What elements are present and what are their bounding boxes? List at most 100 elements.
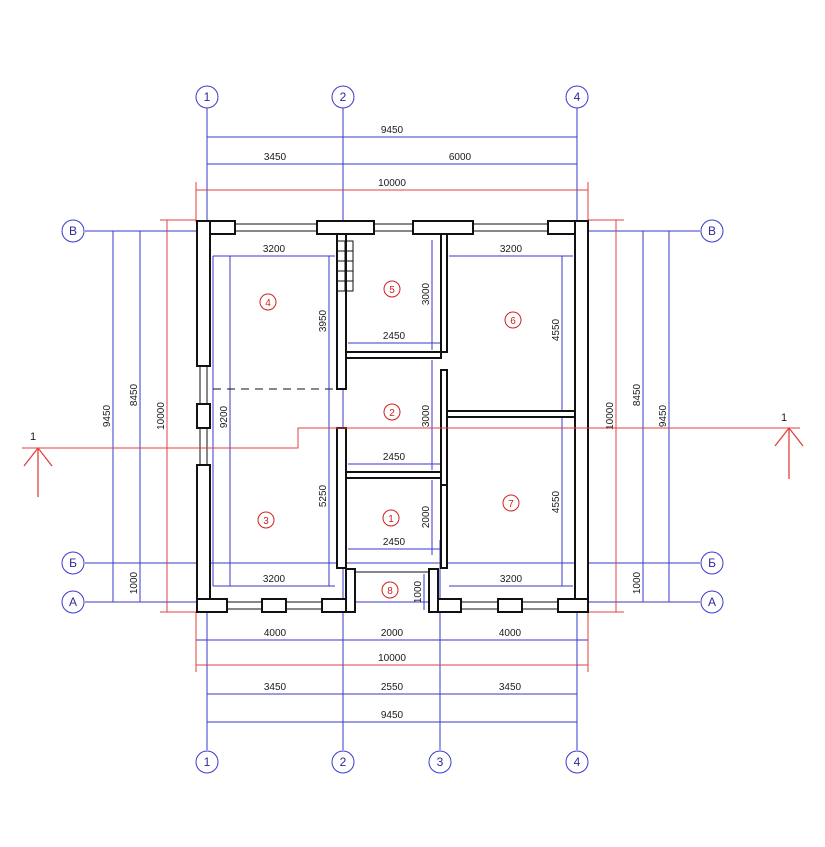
room-5-height: 3000 <box>421 282 432 305</box>
axis-bubbles: 1 2 4 1 2 3 4 В Б А В Б А <box>61 85 724 774</box>
room-markers: 4 3 5 2 1 6 7 8 <box>257 280 522 599</box>
dim-right-outer: 9450 <box>658 404 669 427</box>
room-left-height: 9200 <box>219 405 230 428</box>
wall-top-2 <box>316 220 375 235</box>
section-line: 1 1 <box>22 412 804 497</box>
room-7-width: 3200 <box>500 574 523 585</box>
wall-right <box>574 220 589 613</box>
axis-bubble-left-a <box>61 590 85 614</box>
top-dimensions: 9450 3450 6000 10000 <box>195 125 589 222</box>
axis-bubble-top-4 <box>565 85 589 109</box>
axis-label-bottom-2: 2 <box>340 755 347 769</box>
wall-bottom-2 <box>261 598 287 613</box>
room-4-height: 3950 <box>318 309 329 332</box>
room-1-height: 2000 <box>421 505 432 528</box>
wall-int-right-3 <box>440 484 448 569</box>
room-6-width: 3200 <box>500 244 523 255</box>
bottom-dimensions: 4000 2000 4000 10000 3450 2550 3450 9450 <box>195 612 589 723</box>
dim-bottom-seg-right: 4000 <box>499 628 522 639</box>
axis-label-bottom-3: 3 <box>437 755 444 769</box>
section-label-left: 1 <box>30 431 36 443</box>
axis-label-top-1: 1 <box>204 90 211 104</box>
chimney-stair <box>336 240 354 292</box>
axis-bubble-right-v <box>700 219 724 243</box>
wall-bottom-5 <box>497 598 523 613</box>
axis-bubble-bottom-1 <box>195 750 219 774</box>
wall-bottom-6 <box>557 598 589 613</box>
room-5-number: 5 <box>389 285 395 296</box>
wall-bottom-3 <box>321 598 349 613</box>
walls <box>196 220 589 613</box>
axis-bubble-top-1 <box>195 85 219 109</box>
room-2-width: 2450 <box>383 452 406 463</box>
wall-int-left-2 <box>336 427 347 569</box>
axis-label-right-b: Б <box>708 556 716 570</box>
wall-int-right-1 <box>440 233 448 353</box>
room-3-number: 3 <box>263 516 269 527</box>
axis-bubble-right-b <box>700 551 724 575</box>
room-7-number: 7 <box>508 499 514 510</box>
room-dims: 3200 9200 3950 5250 3200 3000 2450 3000 … <box>212 240 573 610</box>
axis-bubble-bottom-4 <box>565 750 589 774</box>
wall-bottom-4 <box>436 598 462 613</box>
axis-bubble-left-b <box>61 551 85 575</box>
room-8-number: 8 <box>387 586 393 597</box>
wall-int-left-1 <box>336 233 347 390</box>
room-1-marker <box>382 509 400 527</box>
wall-right-h <box>446 410 576 418</box>
dim-bottom-seg-mid: 2000 <box>381 628 404 639</box>
dim-left-red: 10000 <box>156 402 167 430</box>
dim-top-total: 9450 <box>381 125 404 136</box>
wall-porch-right <box>428 568 439 613</box>
axis-label-bottom-4: 4 <box>574 755 581 769</box>
room-8-height: 1000 <box>413 580 424 603</box>
room-2-marker <box>383 403 401 421</box>
room-3-height: 5250 <box>318 484 329 507</box>
dim-top-left: 3450 <box>264 152 287 163</box>
dim-right-inner: 8450 <box>632 383 643 406</box>
axis-bubble-left-v <box>61 219 85 243</box>
section-arrow-right-icon <box>774 426 804 447</box>
dim-bottom-ax-2: 2550 <box>381 682 404 693</box>
axis-label-left-b: Б <box>69 556 77 570</box>
room-3-marker <box>257 511 275 529</box>
dim-left-bottom: 1000 <box>129 571 140 594</box>
wall-mid-h-1 <box>345 351 442 359</box>
dim-right-bottom: 1000 <box>632 571 643 594</box>
room-4-marker <box>259 293 277 311</box>
axis-label-right-a: А <box>708 595 716 609</box>
room-5-width: 2450 <box>383 331 406 342</box>
room-4-number: 4 <box>265 298 271 309</box>
room-2-number: 2 <box>389 408 395 419</box>
dim-left-outer: 9450 <box>102 404 113 427</box>
axis-bubble-right-a <box>700 590 724 614</box>
wall-bottom-1 <box>196 598 228 613</box>
left-dimensions: 9450 8450 1000 10000 <box>102 219 196 613</box>
wall-porch-left <box>345 568 356 613</box>
room-6-number: 6 <box>510 316 516 327</box>
room-7-marker <box>502 494 520 512</box>
section-arrow-left-icon <box>23 446 53 467</box>
room-6-marker <box>504 311 522 329</box>
axis-label-top-2: 2 <box>340 90 347 104</box>
room-3-width: 3200 <box>263 574 286 585</box>
dim-bottom-red: 10000 <box>378 653 406 664</box>
wall-left-3 <box>196 464 211 613</box>
room-1-width: 2450 <box>383 537 406 548</box>
axis-bubble-top-2 <box>331 85 355 109</box>
axis-label-left-v: В <box>69 224 77 238</box>
room-1-number: 1 <box>388 514 394 525</box>
wall-left-1 <box>196 220 211 367</box>
dim-bottom-total: 9450 <box>381 710 404 721</box>
dim-top-right: 6000 <box>449 152 472 163</box>
wall-left-2 <box>196 403 211 429</box>
right-dimensions: 10000 8450 1000 9450 <box>588 219 670 613</box>
wall-top-3 <box>412 220 474 235</box>
axis-bubble-bottom-2 <box>331 750 355 774</box>
dim-top-red: 10000 <box>378 178 406 189</box>
dim-bottom-seg-left: 4000 <box>264 628 287 639</box>
dim-bottom-ax-3: 3450 <box>499 682 522 693</box>
wall-mid-h-2 <box>345 471 442 479</box>
section-cut-line <box>22 427 800 449</box>
